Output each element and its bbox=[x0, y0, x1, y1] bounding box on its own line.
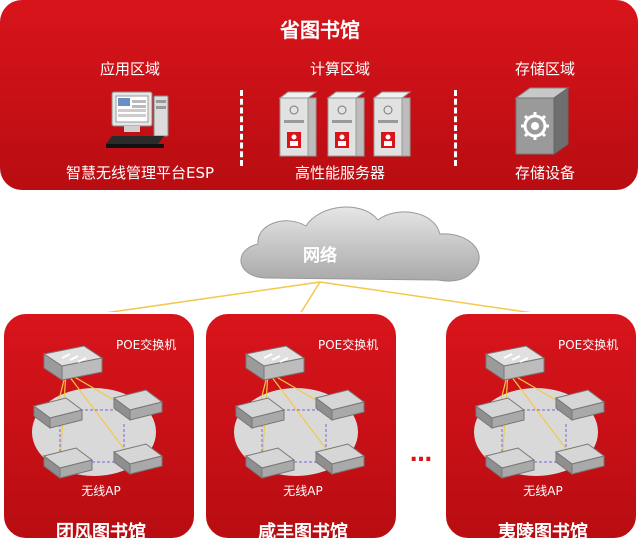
branch-panel-2: POE交换机 无线AP 咸丰图书馆 bbox=[204, 312, 398, 543]
ap-icon bbox=[474, 397, 526, 429]
network-cloud bbox=[240, 206, 480, 282]
link-branch-3 bbox=[319, 281, 541, 315]
ap-icon bbox=[314, 389, 366, 421]
network-label: 网络 bbox=[303, 246, 337, 266]
ap-icon bbox=[314, 443, 366, 475]
zone-divider-2 bbox=[454, 90, 457, 166]
item-label-servers: 高性能服务器 bbox=[294, 164, 385, 182]
ap-icon bbox=[484, 447, 536, 479]
workstation-icon bbox=[106, 91, 169, 148]
link-branch-1 bbox=[97, 281, 321, 315]
branch-network-graphic bbox=[32, 345, 164, 479]
storage-device-icon bbox=[514, 87, 570, 155]
ap-icon bbox=[244, 447, 296, 479]
branch-panel-3: POE交换机 无线AP 夷陵图书馆 bbox=[444, 312, 638, 543]
ap-label: 无线AP bbox=[283, 484, 323, 498]
ap-icon bbox=[112, 443, 164, 475]
ap-label: 无线AP bbox=[523, 484, 563, 498]
zone-label-storage: 存储区域 bbox=[514, 60, 575, 78]
branch-title: 夷陵图书馆 bbox=[498, 522, 588, 543]
branch-network-graphic bbox=[234, 345, 366, 479]
poe-switch-icon bbox=[42, 345, 104, 381]
ap-label: 无线AP bbox=[81, 484, 121, 498]
ap-icon bbox=[42, 447, 94, 479]
ap-icon bbox=[554, 443, 606, 475]
zone-label-compute: 计算区域 bbox=[309, 60, 370, 78]
poe-switch-icon bbox=[484, 345, 546, 381]
item-label-esp: 智慧无线管理平台ESP bbox=[65, 164, 215, 182]
poe-switch-icon bbox=[244, 345, 306, 381]
branch-title: 咸丰图书馆 bbox=[258, 522, 348, 543]
ap-icon bbox=[32, 397, 84, 429]
zone-label-app: 应用区域 bbox=[99, 60, 160, 78]
ap-icon bbox=[554, 389, 606, 421]
ap-icon bbox=[112, 389, 164, 421]
item-label-storage: 存储设备 bbox=[514, 164, 575, 182]
poe-switch-label: POE交换机 bbox=[116, 338, 177, 352]
branch-network-graphic bbox=[474, 345, 606, 479]
branch-title: 团风图书馆 bbox=[56, 522, 146, 543]
ap-icon bbox=[234, 397, 286, 429]
poe-switch-label: POE交换机 bbox=[318, 338, 379, 352]
zone-divider-1 bbox=[240, 90, 243, 166]
more-branches-indicator: … bbox=[410, 442, 432, 467]
server-icon bbox=[278, 91, 412, 157]
link-branch-2 bbox=[299, 281, 321, 315]
province-title: 省图书馆 bbox=[280, 18, 360, 42]
branch-panel-1: POE交换机 无线AP 团风图书馆 bbox=[2, 312, 196, 543]
poe-switch-label: POE交换机 bbox=[558, 338, 619, 352]
